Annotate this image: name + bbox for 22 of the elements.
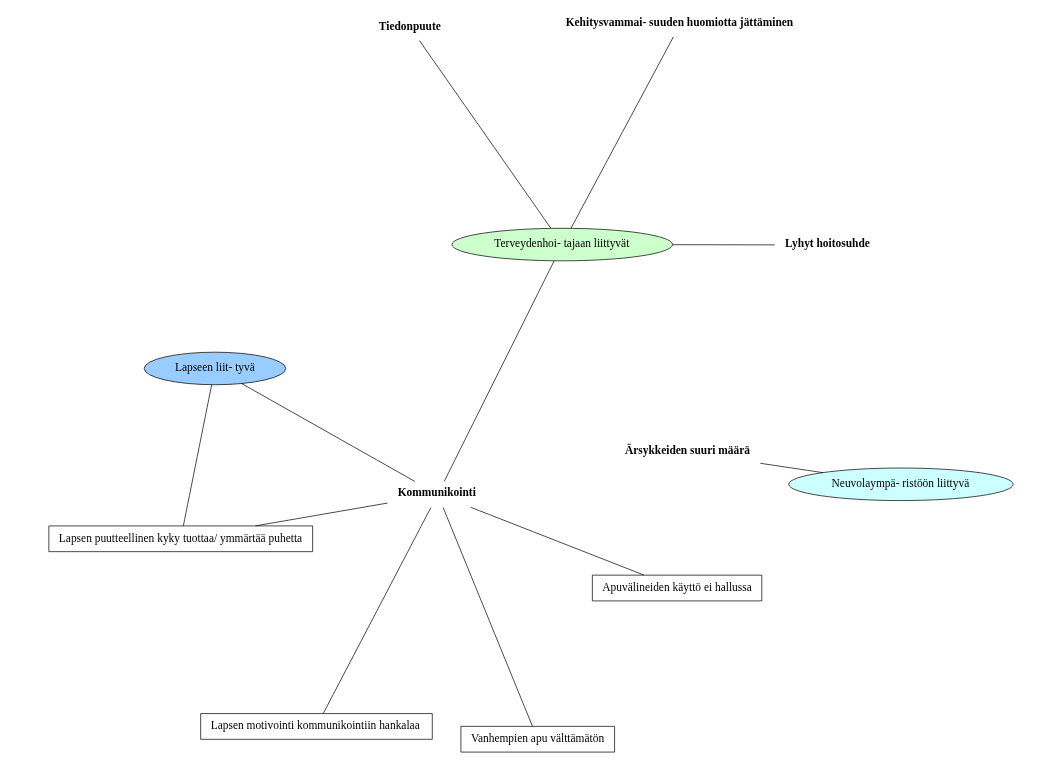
- node-text: Ärsykkeiden suuri määrä: [625, 444, 751, 457]
- node-text: Kommunikointi: [397, 486, 476, 499]
- connector: [760, 462, 824, 473]
- node-box: Apuvälineiden käyttö ei hallussa: [592, 574, 763, 602]
- node-text: Kehitysvammai- suuden huomiotta jättäminen: [565, 15, 794, 28]
- connector: [443, 260, 555, 482]
- connector: [570, 36, 674, 229]
- connector: [183, 384, 213, 527]
- node-text: Lyhyt hoitosuhde: [785, 236, 870, 249]
- connector: [255, 502, 388, 527]
- node-text: Tiedonpuute: [378, 19, 441, 32]
- connector: [322, 507, 432, 714]
- connector: [241, 383, 416, 482]
- connector: [418, 40, 552, 229]
- connector: [470, 506, 645, 576]
- connector: [442, 507, 533, 727]
- node-box: Vanhempien apu välttämätön: [460, 726, 615, 753]
- node-ellipse: Lapseen liit- tyvä: [143, 351, 287, 386]
- node-box: Lapsen motivointi kommunikointiin hankalaa: [200, 713, 433, 740]
- node-box: Lapsen puutteellinen kyky tuottaa/ ymmärtää puhetta: [48, 525, 313, 552]
- node-ellipse: Terveydenhoi- tajaan liittyvät: [451, 227, 673, 262]
- node-ellipse: Neuvolaympä- ristöön liittyvä: [788, 467, 1014, 501]
